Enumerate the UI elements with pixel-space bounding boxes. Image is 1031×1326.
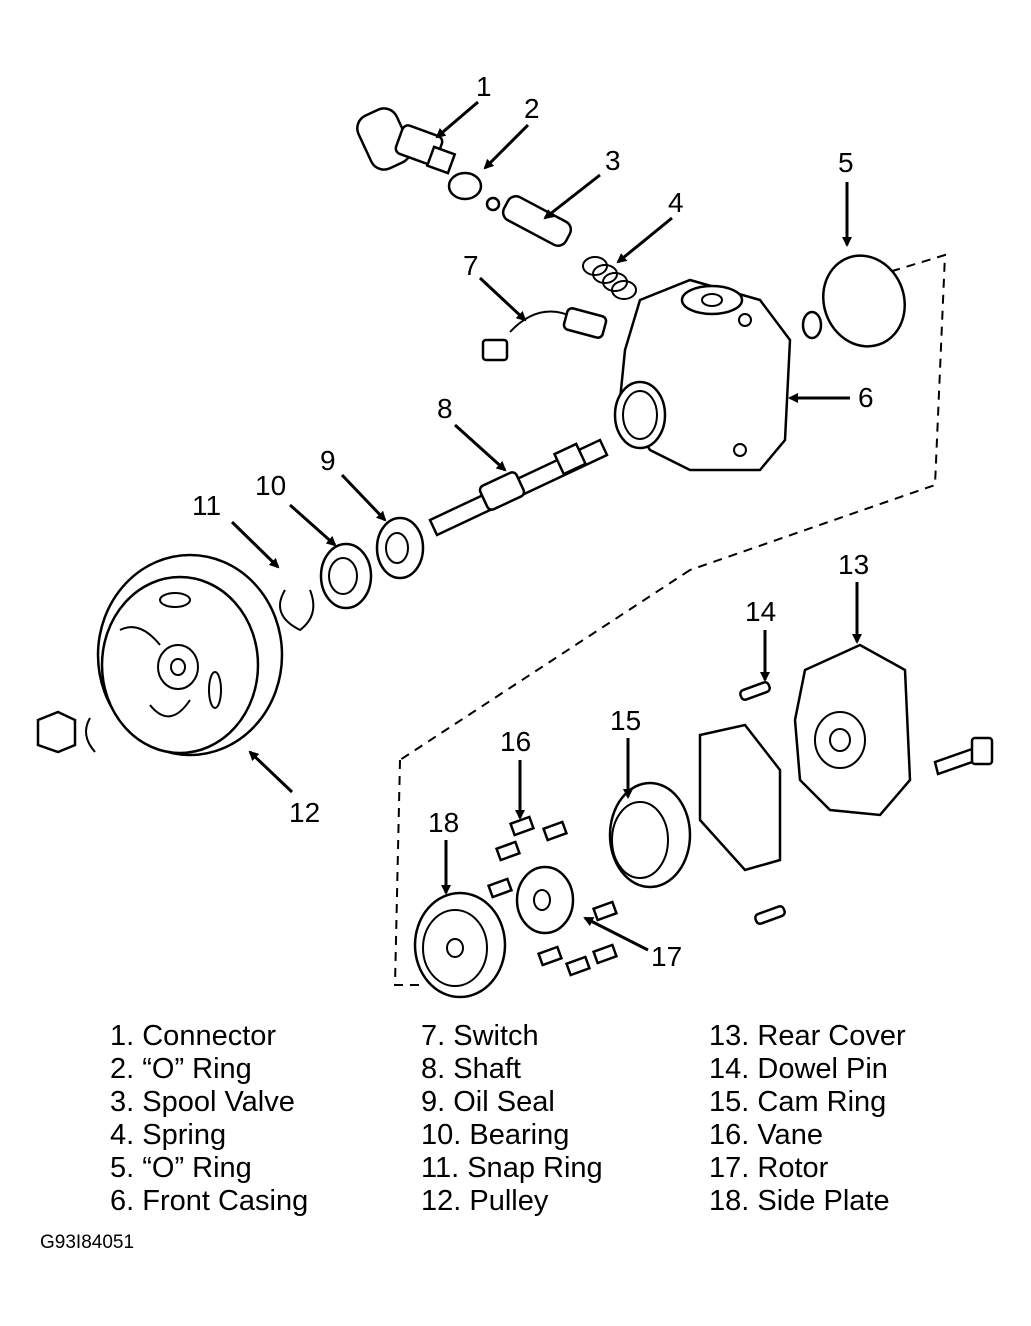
rotor-part: [515, 865, 575, 935]
leader-arrows: [230, 100, 862, 952]
legend-column-2: 7. Switch 8. Shaft 9. Oil Seal 10. Beari…: [421, 1020, 603, 1218]
legend-item: 9. Oil Seal: [421, 1086, 555, 1118]
spring-part: [582, 256, 637, 300]
bearing-part: [319, 542, 373, 610]
callout-12: 12: [289, 797, 320, 828]
callout-6: 6: [858, 382, 874, 413]
pulley-nut-part: [36, 710, 96, 754]
vanes-part: [486, 815, 619, 977]
cam-ring-part: [608, 781, 692, 889]
upper-assembly-outline: [689, 253, 947, 571]
callout-1: 1: [476, 71, 492, 102]
legend-item: 13. Rear Cover: [709, 1020, 906, 1052]
dowel-pin-upper: [739, 681, 771, 701]
pulley-part: [96, 553, 284, 757]
legend-item: 12. Pulley: [421, 1185, 549, 1217]
o-ring-large: [822, 254, 906, 348]
callout-4: 4: [668, 187, 684, 218]
switch-part: [481, 307, 608, 362]
shaft-part: [428, 438, 609, 537]
callout-5: 5: [838, 147, 854, 178]
legend-item: 15. Cam Ring: [709, 1086, 887, 1118]
callout-16: 16: [500, 726, 531, 757]
legend-item: 17. Rotor: [709, 1152, 829, 1184]
dowel-pin-lower: [754, 905, 786, 925]
oil-seal-part: [375, 516, 425, 580]
figure-code: G93I84051: [40, 1232, 135, 1253]
legend-item: 7. Switch: [421, 1020, 539, 1052]
legend-item: 6. Front Casing: [110, 1185, 309, 1217]
legend-column-1: 1. Connector 2. “O” Ring 3. Spool Valve …: [110, 1020, 308, 1218]
connector-part: [356, 107, 457, 175]
callout-18: 18: [428, 807, 459, 838]
callout-3: 3: [605, 145, 621, 176]
legend-item: 4. Spring: [110, 1119, 227, 1151]
legend-item: 10. Bearing: [421, 1119, 570, 1151]
callout-7: 7: [463, 250, 479, 281]
legend-item: 5. “O” Ring: [110, 1152, 252, 1184]
callout-14: 14: [745, 596, 776, 627]
callout-2: 2: [524, 93, 540, 124]
snap-ring-part: [279, 589, 315, 632]
callout-17: 17: [651, 941, 682, 972]
legend-item: 16. Vane: [709, 1119, 823, 1151]
legend-item: 8. Shaft: [421, 1053, 521, 1085]
legend-item: 11. Snap Ring: [421, 1152, 603, 1184]
legend-column-3: 13. Rear Cover 14. Dowel Pin 15. Cam Rin…: [709, 1020, 906, 1218]
front-casing-part: [613, 278, 792, 472]
o-ring-small: [447, 171, 483, 201]
rear-cover-part: [793, 643, 912, 817]
gasket-part: [698, 723, 782, 872]
legend-item: 2. “O” Ring: [110, 1053, 252, 1085]
callout-15: 15: [610, 705, 641, 736]
o-ring-inner: [801, 310, 823, 340]
callout-10: 10: [255, 470, 286, 501]
lower-assembly-outline: [393, 569, 691, 986]
exploded-pump-diagram: 1 2 3 4 5 6 7 8 9 10 11 12 13 14 15 16 1…: [36, 71, 994, 999]
bolt-part: [933, 736, 994, 776]
callout-9: 9: [320, 445, 336, 476]
callout-8: 8: [437, 393, 453, 424]
legend-item: 14. Dowel Pin: [709, 1053, 888, 1085]
legend-item: 18. Side Plate: [709, 1185, 890, 1217]
side-plate-part: [413, 891, 507, 999]
legend-item: 3. Spool Valve: [110, 1086, 295, 1118]
callout-13: 13: [838, 549, 869, 580]
callout-11: 11: [192, 490, 221, 521]
legend-item: 1. Connector: [110, 1020, 277, 1052]
spool-valve-part: [485, 195, 573, 247]
